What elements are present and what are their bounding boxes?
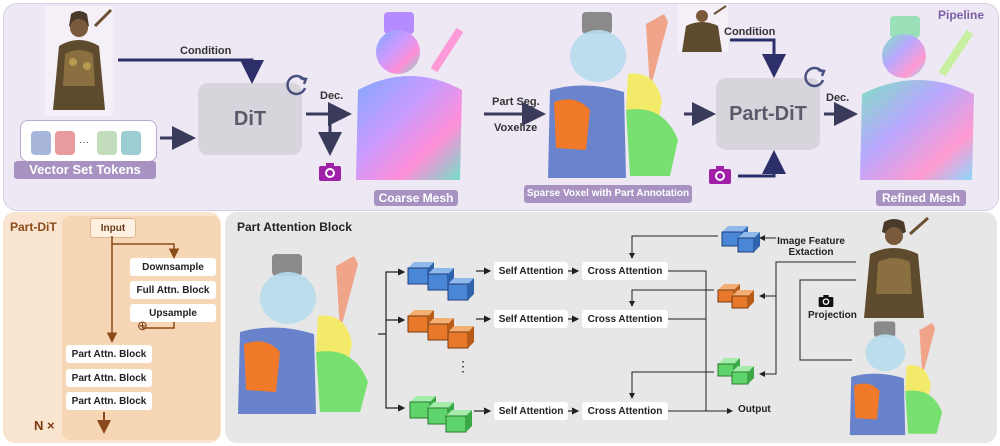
part-seg-label: Part Seg.	[492, 96, 540, 108]
part-dit-block: Part-DiT	[716, 78, 820, 150]
refined-mesh-label: Refined Mesh	[876, 190, 966, 206]
warrior-image-small	[858, 214, 930, 318]
part-attn-box-3: Part Attn. Block	[66, 392, 152, 410]
part-attn-box-1: Part Attn. Block	[66, 345, 152, 363]
part-voxel-image	[236, 252, 370, 418]
camera-icon	[708, 165, 732, 185]
self-attention-box-1: Self Attention	[494, 262, 568, 280]
dec-label-1: Dec.	[320, 90, 344, 102]
downsample-box: Downsample	[130, 258, 216, 276]
image-feature-label: Image Feature Extaction	[777, 236, 845, 258]
token-ellipsis: ···	[79, 137, 89, 148]
input-box: Input	[90, 218, 136, 238]
token-green	[97, 131, 117, 155]
token-strip: ···	[20, 120, 157, 162]
self-attention-box-3: Self Attention	[494, 402, 568, 420]
upsample-box: Upsample	[130, 304, 216, 322]
dec-label-2: Dec.	[826, 92, 850, 104]
refresh-icon	[802, 64, 828, 90]
token-teal	[121, 131, 141, 155]
camera-icon	[318, 162, 342, 182]
pipeline-panel	[3, 3, 999, 211]
refined-mesh-image	[856, 14, 982, 184]
part-attention-title: Part Attention Block	[237, 220, 352, 234]
voxelize-label: Voxelize	[494, 122, 538, 134]
token-blue	[31, 131, 51, 155]
full-attn-box: Full Attn. Block	[130, 281, 216, 299]
plus-icon: ⊕	[137, 318, 148, 333]
output-label: Output	[738, 404, 771, 415]
camera-icon	[818, 294, 834, 308]
warrior-image	[45, 6, 113, 116]
condition-label-2: Condition	[724, 26, 776, 38]
dit-block: DiT	[198, 83, 302, 155]
cross-attention-box-3: Cross Attention	[582, 402, 668, 420]
sparse-voxel-label: Sparse Voxel with Part Annotation	[524, 185, 692, 203]
self-attention-box-2: Self Attention	[494, 310, 568, 328]
ellipsis-label: ⋮	[456, 358, 470, 374]
refresh-icon	[284, 72, 310, 98]
warrior-thumbnail	[678, 4, 728, 52]
part-dit-detail-title: Part-DiT	[10, 220, 57, 234]
part-attn-box-2: Part Attn. Block	[66, 369, 152, 387]
vector-set-tokens-label: Vector Set Tokens	[14, 161, 156, 179]
token-red	[55, 131, 75, 155]
coarse-mesh-image	[350, 10, 470, 186]
coarse-mesh-label: Coarse Mesh	[374, 190, 458, 206]
pipeline-title: Pipeline	[938, 8, 985, 22]
sparse-voxel-image	[546, 10, 680, 182]
repeat-label: N ×	[34, 418, 55, 433]
condition-label-1: Condition	[180, 45, 232, 57]
voxel-image-small	[848, 320, 944, 438]
cross-attention-box-1: Cross Attention	[582, 262, 668, 280]
cross-attention-box-2: Cross Attention	[582, 310, 668, 328]
